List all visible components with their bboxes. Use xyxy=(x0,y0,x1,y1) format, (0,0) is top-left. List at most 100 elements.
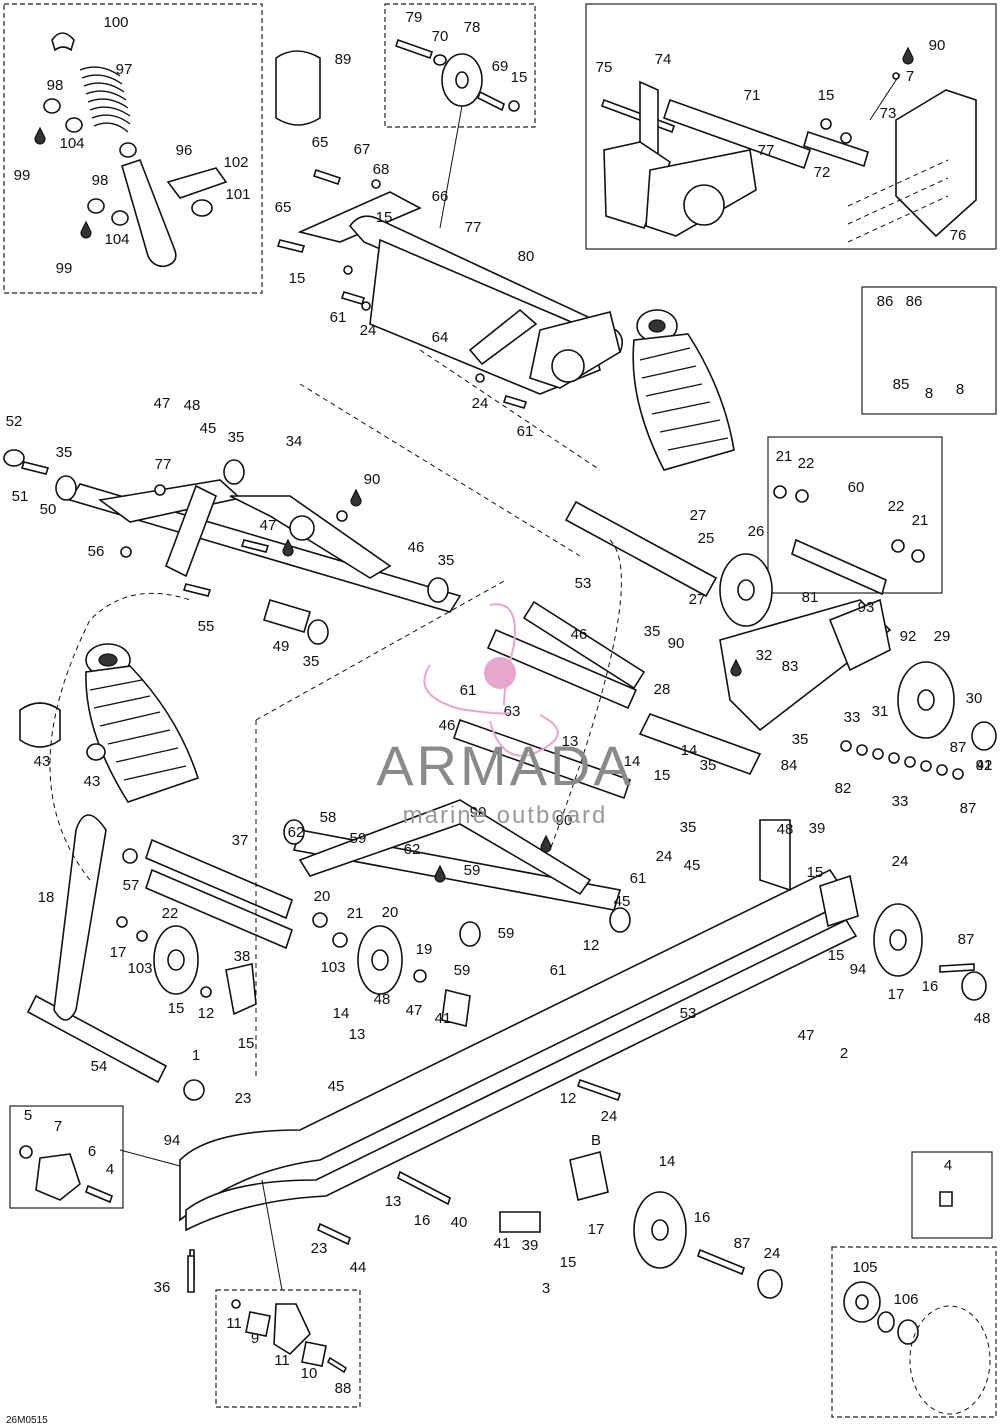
callout-6: 6 xyxy=(88,1143,96,1160)
slide-rail-2 xyxy=(179,819,987,1299)
callout-68: 68 xyxy=(373,161,390,178)
shock-detail-box xyxy=(3,3,263,294)
callout-89: 89 xyxy=(335,51,352,68)
callout-39: 39 xyxy=(522,1237,539,1254)
callout-104: 104 xyxy=(104,231,129,248)
callout-12: 12 xyxy=(583,937,600,954)
callout-54: 54 xyxy=(91,1058,108,1075)
callout-24: 24 xyxy=(656,848,673,865)
callout-39: 39 xyxy=(809,820,826,837)
callout-35: 35 xyxy=(700,757,717,774)
callout-87: 87 xyxy=(734,1235,751,1252)
callout-29: 29 xyxy=(934,628,951,645)
callout-15: 15 xyxy=(560,1254,577,1271)
callout-59: 59 xyxy=(350,830,367,847)
callout-3: 3 xyxy=(542,1280,550,1297)
callout-41: 41 xyxy=(494,1235,511,1252)
item-36-detail xyxy=(939,1191,953,1207)
callout-5: 5 xyxy=(24,1107,32,1124)
callout-82: 82 xyxy=(835,780,852,797)
callout-43: 43 xyxy=(84,773,101,790)
callout-24: 24 xyxy=(601,1108,618,1125)
callout-87: 87 xyxy=(950,739,967,756)
callout-17: 17 xyxy=(110,944,127,961)
callout-35: 35 xyxy=(303,653,320,670)
rear-arm-assembly xyxy=(600,46,977,243)
callout-90: 90 xyxy=(364,471,381,488)
callout-61: 61 xyxy=(460,682,477,699)
callout-70: 70 xyxy=(432,28,449,45)
callout-20: 20 xyxy=(314,888,331,905)
callout-16: 16 xyxy=(694,1209,711,1226)
callout-87: 87 xyxy=(958,931,975,948)
callout-1: 1 xyxy=(192,1047,200,1064)
front-block-detail xyxy=(19,1145,113,1204)
callout-65: 65 xyxy=(275,199,292,216)
callout-14: 14 xyxy=(333,1005,350,1022)
callout-73: 73 xyxy=(880,105,897,122)
callout-45: 45 xyxy=(200,420,217,437)
callout-61: 61 xyxy=(550,962,567,979)
callout-90: 90 xyxy=(929,37,946,54)
callout-12: 12 xyxy=(198,1005,215,1022)
callout-45: 45 xyxy=(614,893,631,910)
callout-106: 106 xyxy=(893,1291,918,1308)
callout-94: 94 xyxy=(850,961,867,978)
callout-98: 98 xyxy=(47,77,64,94)
callout-24: 24 xyxy=(892,853,909,870)
callout-72: 72 xyxy=(814,164,831,181)
callout-97: 97 xyxy=(116,61,133,78)
callout-55: 55 xyxy=(198,618,215,635)
shock-absorber-rear xyxy=(632,309,735,471)
propeller-logo xyxy=(423,603,559,757)
callout-99: 99 xyxy=(56,260,73,277)
callout-49: 49 xyxy=(273,638,290,655)
rear-arm-81 xyxy=(486,485,997,775)
callout-103: 103 xyxy=(127,960,152,977)
callout-18: 18 xyxy=(38,889,55,906)
armada-watermark: ARMADA marine outboard xyxy=(376,603,631,829)
callout-61: 61 xyxy=(517,423,534,440)
callout-48: 48 xyxy=(184,397,201,414)
shock-absorber-front xyxy=(85,643,200,803)
wheel-hub-detail xyxy=(843,1281,991,1415)
callout-90: 90 xyxy=(668,635,685,652)
callout-12: 12 xyxy=(560,1090,577,1107)
callout-14: 14 xyxy=(624,753,641,770)
callout-86: 86 xyxy=(906,293,923,310)
callout-15: 15 xyxy=(376,209,393,226)
callout-47: 47 xyxy=(406,1002,423,1019)
callout-94: 94 xyxy=(164,1132,181,1149)
callout-4: 4 xyxy=(106,1161,114,1178)
callout-7: 7 xyxy=(906,68,914,85)
callout-62: 62 xyxy=(288,824,305,841)
callout-15: 15 xyxy=(818,87,835,104)
callout-21: 21 xyxy=(776,448,793,465)
center-bracket-64 xyxy=(276,168,624,409)
callout-100: 100 xyxy=(103,14,128,31)
callout-48: 48 xyxy=(777,821,794,838)
callout-24: 24 xyxy=(764,1245,781,1262)
callout-75: 75 xyxy=(596,59,613,76)
callout-61: 61 xyxy=(630,870,647,887)
callout-22: 22 xyxy=(798,455,815,472)
callout-80: 80 xyxy=(518,248,535,265)
callout-86: 86 xyxy=(877,293,894,310)
callout-79: 79 xyxy=(406,9,423,26)
callout-9: 9 xyxy=(251,1330,259,1347)
callout-92: 92 xyxy=(900,628,917,645)
callout-43: 43 xyxy=(34,753,51,770)
callout-15: 15 xyxy=(807,864,824,881)
callout-46: 46 xyxy=(408,539,425,556)
callout-26: 26 xyxy=(748,523,765,540)
mount-bolt-assembly xyxy=(394,38,520,112)
callout-25: 25 xyxy=(698,530,715,547)
callout-15: 15 xyxy=(289,270,306,287)
callout-15: 15 xyxy=(168,1000,185,1017)
mount-detail-box xyxy=(384,3,536,128)
callout-35: 35 xyxy=(228,429,245,446)
rear-arm-detail-box xyxy=(585,3,997,250)
slider-block-detail xyxy=(231,1299,348,1374)
callout-58: 58 xyxy=(320,809,337,826)
